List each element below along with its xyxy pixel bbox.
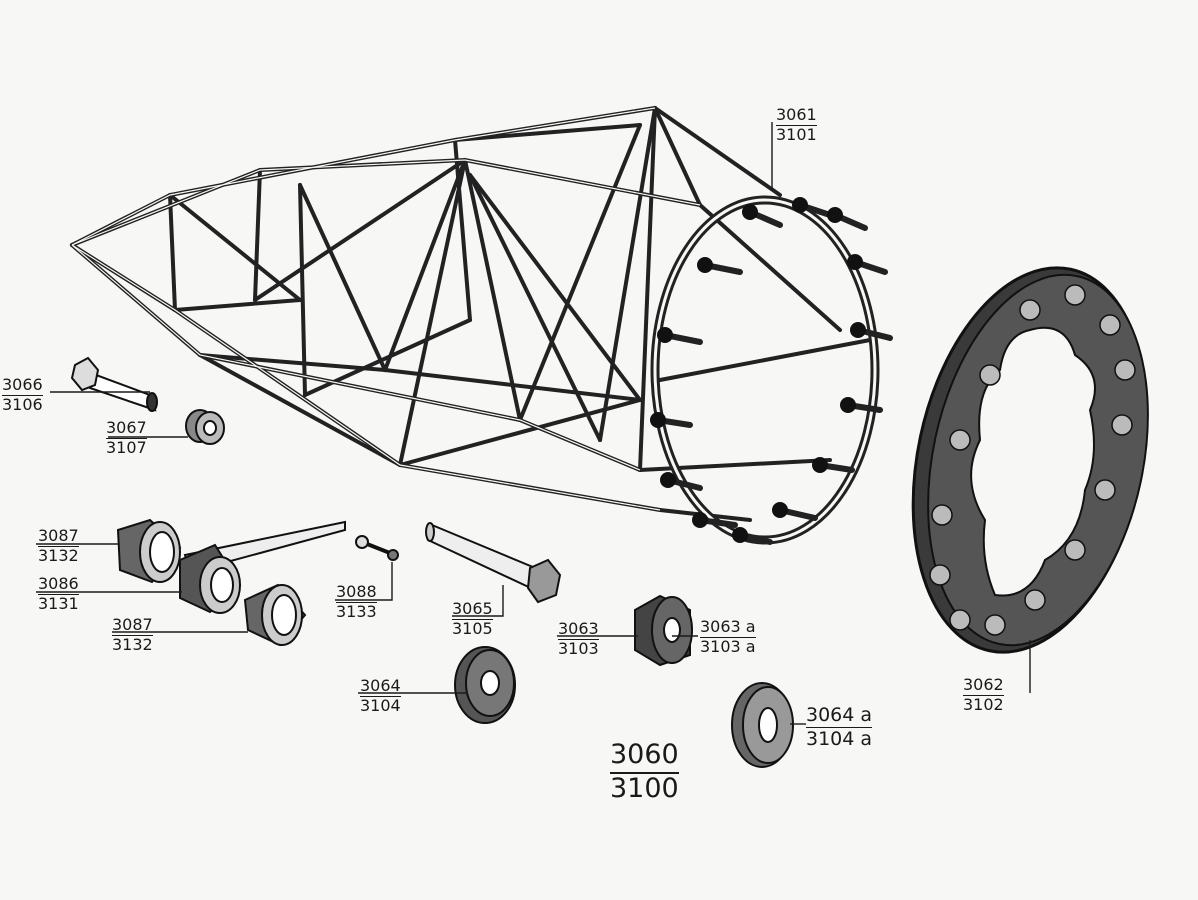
nut-part — [185, 409, 225, 445]
callout-nut: 3067 3107 — [106, 418, 147, 457]
assembly-number: 3060 3100 — [610, 739, 679, 804]
long-bolt-part — [425, 522, 562, 604]
frame-tube-highlights — [71, 107, 701, 511]
callout-frame-ring: 3061 3101 — [776, 105, 817, 144]
flange-ring-part — [911, 266, 1149, 654]
callout-small-bolt: 3088 3133 — [336, 582, 377, 621]
callout-bushing-alt: 3063 a 3103 a — [700, 617, 756, 656]
tubular-space-frame — [70, 106, 872, 522]
callout-flange-ring: 3062 3102 — [963, 675, 1004, 714]
callout-washer: 3064 3104 — [360, 676, 401, 715]
callout-sleeve-pin: 3086 3131 — [38, 574, 79, 613]
bolt-part — [70, 356, 158, 412]
bushing-part — [634, 594, 693, 667]
sleeve-bottom-part — [243, 583, 307, 647]
callout-washer-alt: 3064 a 3104 a — [806, 704, 873, 750]
small-bolt-part — [355, 535, 399, 561]
frame-ring — [650, 195, 893, 545]
callout-long-bolt: 3065 3105 — [452, 599, 493, 638]
callout-sleeve-a: 3087 3132 — [38, 526, 79, 565]
washer-alt-part — [731, 682, 794, 768]
callout-sleeve-b: 3087 3132 — [112, 615, 153, 654]
sleeve-top-part — [116, 518, 182, 584]
callout-bushing: 3063 3103 — [558, 619, 599, 658]
leader-lines — [36, 122, 1031, 725]
washer-part — [454, 646, 516, 724]
callout-bolt: 3066 3106 — [2, 375, 43, 414]
